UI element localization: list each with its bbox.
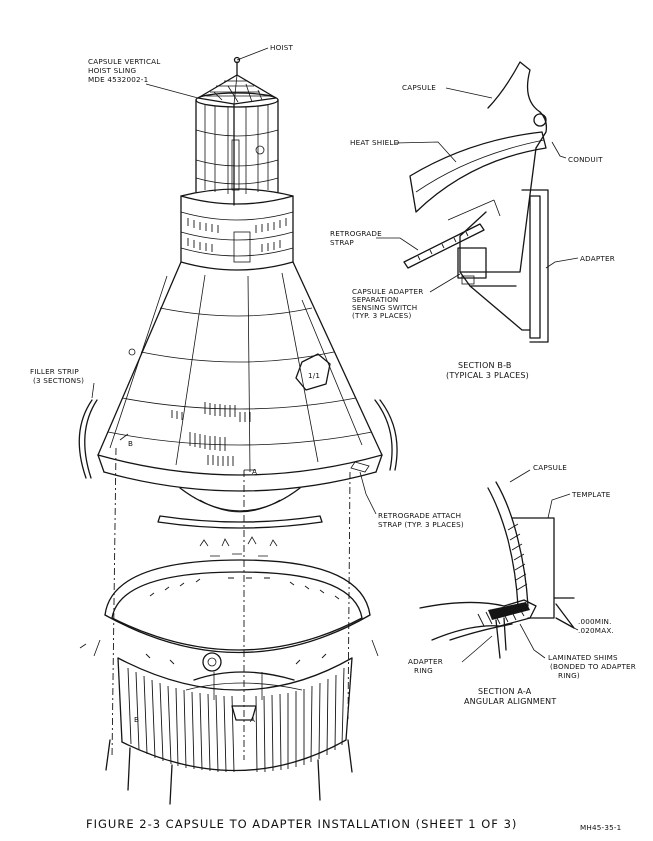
callout-labels: HOIST CAPSULE VERTICAL HOIST SLING MDE 4… — [30, 43, 636, 706]
label-shims-2: (BONDED TO ADAPTER — [550, 662, 636, 671]
label-capsule-bb: CAPSULE — [402, 83, 436, 92]
label-ring-2: RING — [414, 666, 433, 675]
label-template: TEMPLATE — [571, 490, 611, 499]
capsule-cone — [97, 261, 383, 513]
ring-fittings — [149, 536, 340, 600]
section-mark-b-bottom: B — [134, 715, 139, 724]
section-aa-title: SECTION A-A — [478, 687, 532, 696]
label-conduit: CONDUIT — [568, 155, 603, 164]
section-mark-a-bottom: A — [250, 715, 255, 724]
label-ring-1: ADAPTER — [408, 657, 443, 666]
label-filler-1: FILLER STRIP — [30, 367, 79, 376]
label-switch-4: (TYP. 3 PLACES) — [352, 311, 411, 320]
label-attach-2: STRAP (TYP. 3 PLACES) — [378, 520, 464, 529]
section-bb-subtitle: (TYPICAL 3 PLACES) — [446, 371, 529, 380]
label-switch-3: SENSING SWITCH — [352, 303, 417, 312]
section-mark-a-top: A — [252, 467, 257, 476]
label-switch-2: SEPARATION — [352, 295, 399, 304]
leader-lines — [91, 47, 579, 663]
filler-strips — [78, 399, 398, 529]
section-bb-title: SECTION B-B — [458, 361, 512, 370]
label-adapter: ADAPTER — [580, 254, 615, 263]
section-aa-detail — [419, 481, 575, 659]
label-sling-2: HOIST SLING — [88, 66, 136, 75]
recovery-section — [180, 188, 294, 271]
label-hoist: HOIST — [270, 43, 294, 52]
drawing-number: MH45-35-1 — [580, 823, 621, 832]
figure-caption: FIGURE 2-3 CAPSULE TO ADAPTER INSTALLATI… — [86, 817, 517, 831]
label-heat-shield: HEAT SHIELD — [350, 138, 400, 147]
label-retro-strap-2: STRAP — [330, 238, 354, 247]
section-aa-subtitle: ANGULAR ALIGNMENT — [464, 697, 556, 706]
section-mark-b-top: B — [128, 439, 133, 448]
label-switch-1: CAPSULE ADAPTER — [352, 287, 423, 296]
label-capsule-aa: CAPSULE — [533, 463, 567, 472]
hoist-sling — [195, 56, 279, 206]
capsule-assembly — [78, 56, 398, 529]
adapter-assembly — [79, 433, 379, 805]
label-sling-1: CAPSULE VERTICAL — [88, 57, 161, 66]
label-shims-1: LAMINATED SHIMS — [548, 653, 618, 662]
label-tolerance-1: .000MIN. — [578, 617, 612, 626]
adapter-corrugations — [127, 653, 345, 773]
section-markers: B A B A 1/1 — [128, 371, 320, 724]
section-bb-detail — [403, 61, 549, 343]
adapter-interior — [185, 652, 303, 721]
label-filler-2: (3 SECTIONS) — [33, 376, 84, 385]
label-shims-3: RING) — [558, 671, 580, 680]
label-sling-3: MDE 4532002-1 — [88, 75, 148, 84]
hatch-number: 1/1 — [308, 371, 320, 380]
label-attach-1: RETROGRADE ATTACH — [378, 511, 461, 520]
label-tolerance-2: .020MAX. — [578, 626, 614, 635]
label-retro-strap-1: RETROGRADE — [330, 229, 382, 238]
